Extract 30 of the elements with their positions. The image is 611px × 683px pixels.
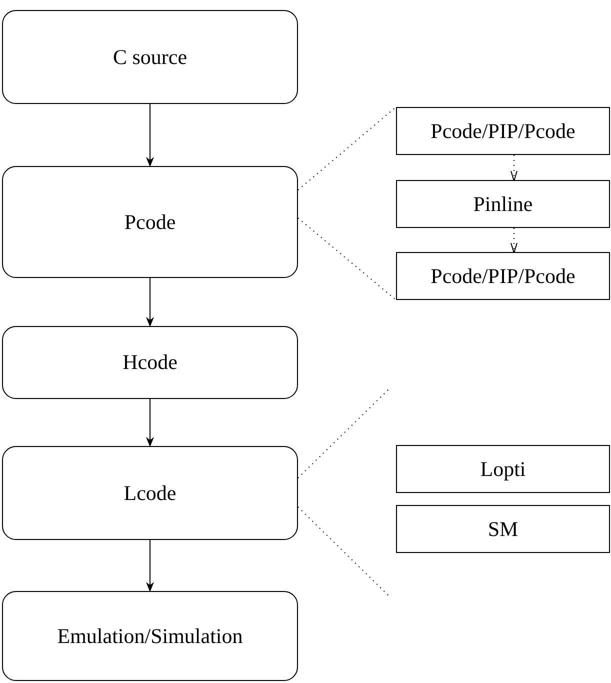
- box-label: Hcode: [122, 349, 178, 376]
- box-label: Emulation/Simulation: [57, 622, 243, 650]
- process-box: [2, 166, 298, 278]
- arrow: [146, 540, 154, 592]
- arrow: [146, 398, 154, 447]
- process-box: [2, 591, 298, 681]
- arrow: [146, 104, 154, 167]
- zoom-line: [298, 506, 390, 598]
- box-label: SM: [488, 516, 518, 542]
- process-box: [2, 326, 298, 399]
- pass-box: [396, 445, 610, 493]
- pass-box: [396, 180, 610, 228]
- box-label: Pcode/PIP/Pcode: [430, 118, 576, 144]
- pass-box: [396, 505, 610, 553]
- box-label: Pinline: [473, 190, 533, 218]
- arrow: [146, 278, 154, 327]
- box-label: Pcode/PIP/Pcode: [430, 262, 576, 290]
- box-label: Pcode: [124, 208, 176, 236]
- zoom-line: [298, 218, 396, 300]
- process-box: [2, 10, 298, 104]
- zoom-line: [298, 106, 396, 190]
- box-label: Lopti: [480, 456, 526, 482]
- box-label: Lcode: [124, 480, 176, 506]
- pass-box: [396, 107, 610, 155]
- process-box: [2, 446, 298, 540]
- arrow: [510, 228, 518, 254]
- pass-box: [396, 252, 610, 300]
- zoom-line: [298, 388, 390, 478]
- box-label: C source: [112, 44, 188, 70]
- arrow: [510, 154, 518, 182]
